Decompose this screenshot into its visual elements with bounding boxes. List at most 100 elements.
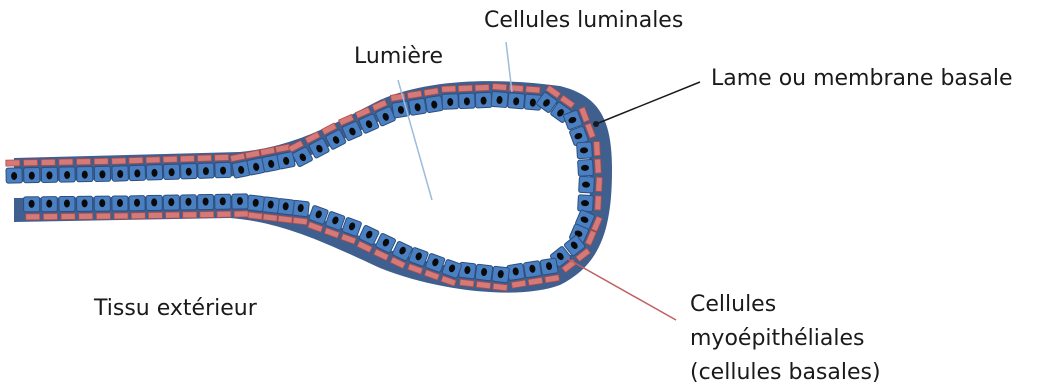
myoepithelial-label-line3: (cellules basales) bbox=[690, 356, 881, 390]
luminal-cell bbox=[112, 196, 128, 211]
lumen-label: Lumière bbox=[354, 42, 443, 72]
luminal-cell bbox=[459, 93, 476, 109]
luminal-cell bbox=[41, 197, 57, 212]
myoepithelial-cell bbox=[234, 211, 248, 217]
myoepithelial-cell bbox=[526, 86, 540, 93]
luminal-cell bbox=[129, 165, 145, 181]
basement-membrane-label: Lame ou membrane basale bbox=[711, 64, 1013, 94]
myoepithelial-cell bbox=[595, 159, 602, 173]
myoepithelial-cell bbox=[217, 211, 231, 217]
myoepithelial-cell bbox=[129, 157, 143, 163]
basement-membrane bbox=[14, 81, 612, 292]
luminal-cell bbox=[215, 162, 231, 178]
myoepithelial-cell bbox=[460, 279, 475, 287]
myoepithelial-cell bbox=[131, 213, 145, 219]
luminal-cell bbox=[129, 196, 145, 211]
luminal-cell bbox=[41, 167, 57, 182]
luminal-cell bbox=[198, 163, 214, 179]
myoepithelial-cell bbox=[146, 157, 160, 163]
luminal-cell bbox=[578, 159, 594, 176]
luminal-cell bbox=[392, 101, 410, 118]
luminal-cell bbox=[112, 166, 128, 182]
luminal-cell bbox=[6, 168, 22, 183]
myoepithelial-cell bbox=[492, 83, 506, 90]
luminal-cell bbox=[163, 195, 179, 210]
outer-tissue-label: Tissu extérieur bbox=[94, 294, 257, 324]
myoepithelial-cell bbox=[114, 213, 128, 219]
myoepithelial-cell bbox=[165, 212, 179, 218]
myoepithelial-layer bbox=[6, 83, 603, 290]
myoepithelial-cell bbox=[278, 216, 293, 224]
myoepithelial-cell bbox=[458, 85, 472, 92]
myoepithelial-label-line1: Cellules bbox=[690, 288, 881, 322]
myoepithelial-cell bbox=[23, 160, 37, 166]
myoepithelial-cell bbox=[61, 213, 75, 219]
luminal-cell bbox=[24, 197, 40, 212]
luminal-cell bbox=[215, 194, 231, 209]
luminal-cell bbox=[579, 176, 595, 193]
luminal-cell bbox=[232, 194, 248, 209]
myoepithelial-cell bbox=[94, 158, 108, 164]
luminal-cell bbox=[59, 196, 75, 211]
myoepithelial-cell bbox=[293, 217, 308, 225]
luminal-cell bbox=[77, 167, 93, 182]
luminal-cell bbox=[146, 195, 162, 210]
luminal-cell bbox=[491, 91, 508, 107]
luminal-cell bbox=[475, 264, 493, 281]
myoepithelial-cell bbox=[148, 212, 162, 218]
luminal-cell bbox=[197, 194, 213, 209]
myoepithelial-cell bbox=[596, 177, 603, 191]
myoepithelial-cell bbox=[493, 283, 508, 291]
membrane-pointer-line bbox=[596, 82, 700, 124]
luminal-cell bbox=[146, 165, 162, 181]
myoepithelial-cell bbox=[595, 196, 602, 210]
luminal-cells-label: Cellules luminales bbox=[484, 6, 683, 36]
luminal-cell bbox=[94, 196, 110, 211]
luminal-cell bbox=[163, 164, 179, 180]
luminal-cell bbox=[180, 195, 196, 210]
myoepithelial-cell bbox=[263, 214, 278, 222]
myoepithelial-cell bbox=[200, 211, 214, 217]
myoepithelial-cell bbox=[197, 155, 211, 161]
myoepithelial-cell bbox=[594, 141, 601, 155]
myo-pointer-line bbox=[566, 258, 676, 320]
myoepithelial-cells-label: Cellules myoépithéliales (cellules basal… bbox=[690, 288, 881, 390]
myoepithelial-cell bbox=[215, 154, 229, 160]
luminal-cell bbox=[540, 258, 558, 275]
myoepithelial-cell bbox=[180, 156, 194, 162]
luminal-cell bbox=[508, 93, 525, 109]
myoepithelial-cell bbox=[96, 213, 110, 219]
myoepithelial-cell bbox=[183, 212, 197, 218]
luminal-cell bbox=[523, 261, 541, 278]
myoepithelial-label-line2: myoépithéliales bbox=[690, 322, 881, 356]
luminal-cell bbox=[442, 94, 459, 110]
luminal-cell bbox=[94, 166, 110, 181]
myoepithelial-cell bbox=[59, 159, 73, 165]
myoepithelial-cell bbox=[41, 159, 55, 165]
myoepithelial-cell bbox=[79, 213, 93, 219]
myoepithelial-cell bbox=[475, 84, 489, 91]
myoepithelial-cell bbox=[248, 212, 263, 220]
luminal-cell bbox=[24, 168, 40, 183]
luminal-cell bbox=[408, 98, 426, 115]
myoepithelial-cell bbox=[112, 158, 126, 164]
luminal-cell bbox=[77, 196, 93, 211]
luminal-cell bbox=[577, 142, 593, 159]
myoepithelial-cell bbox=[43, 214, 57, 220]
luminal-cell bbox=[59, 167, 75, 182]
myoepithelial-cell bbox=[442, 86, 456, 93]
myoepithelial-cell bbox=[76, 159, 90, 165]
luminal-cell bbox=[425, 95, 443, 112]
myoepithelial-cell bbox=[163, 156, 177, 162]
luminal-cell bbox=[578, 195, 594, 212]
myoepithelial-cell bbox=[476, 281, 491, 289]
myoepithelial-cell bbox=[26, 214, 40, 220]
membrane-pointer-dot bbox=[593, 121, 599, 127]
luminal-layer bbox=[6, 91, 595, 283]
luminal-cell bbox=[181, 163, 197, 179]
luminal-cell bbox=[247, 195, 265, 212]
luminal-cell bbox=[475, 92, 492, 108]
luminal-cell bbox=[492, 266, 510, 283]
